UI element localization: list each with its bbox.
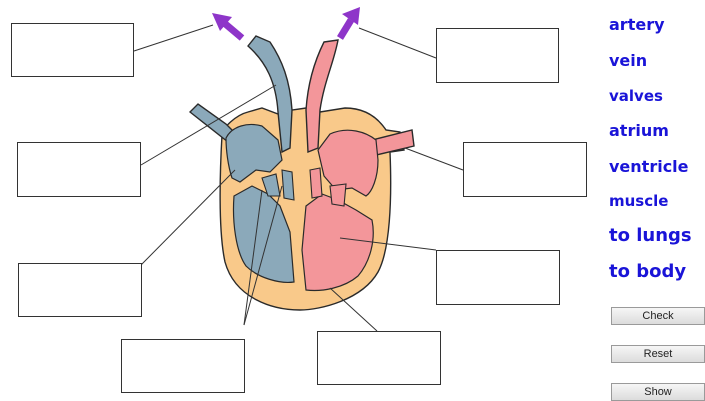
label-dropbox[interactable] [17, 142, 141, 197]
word-vein[interactable]: vein [609, 51, 647, 70]
leader-line [405, 148, 463, 170]
word-atrium[interactable]: atrium [609, 121, 669, 140]
valve-flap [282, 170, 294, 200]
show-button[interactable]: Show [611, 383, 705, 401]
valve-flap [330, 184, 346, 206]
word-muscle[interactable]: muscle [609, 192, 668, 210]
leader-line [359, 28, 436, 58]
leader-line [134, 25, 213, 51]
word-ventricle[interactable]: ventricle [609, 157, 689, 176]
label-dropbox[interactable] [436, 250, 560, 305]
check-button[interactable]: Check [611, 307, 705, 325]
arrow-to-upper-right [340, 7, 360, 38]
word-to-lungs[interactable]: to lungs [609, 225, 692, 246]
label-dropbox[interactable] [121, 339, 245, 393]
label-dropbox[interactable] [11, 23, 134, 77]
reset-button[interactable]: Reset [611, 345, 705, 363]
label-dropbox[interactable] [18, 263, 142, 317]
word-valves[interactable]: valves [609, 87, 663, 105]
label-dropbox[interactable] [436, 28, 559, 83]
valve-flap [310, 168, 322, 198]
word-to-body[interactable]: to body [609, 261, 686, 282]
label-dropbox[interactable] [317, 331, 441, 385]
label-dropbox[interactable] [463, 142, 587, 197]
arrow-to-upper-left [212, 13, 242, 38]
word-artery[interactable]: artery [609, 15, 665, 34]
